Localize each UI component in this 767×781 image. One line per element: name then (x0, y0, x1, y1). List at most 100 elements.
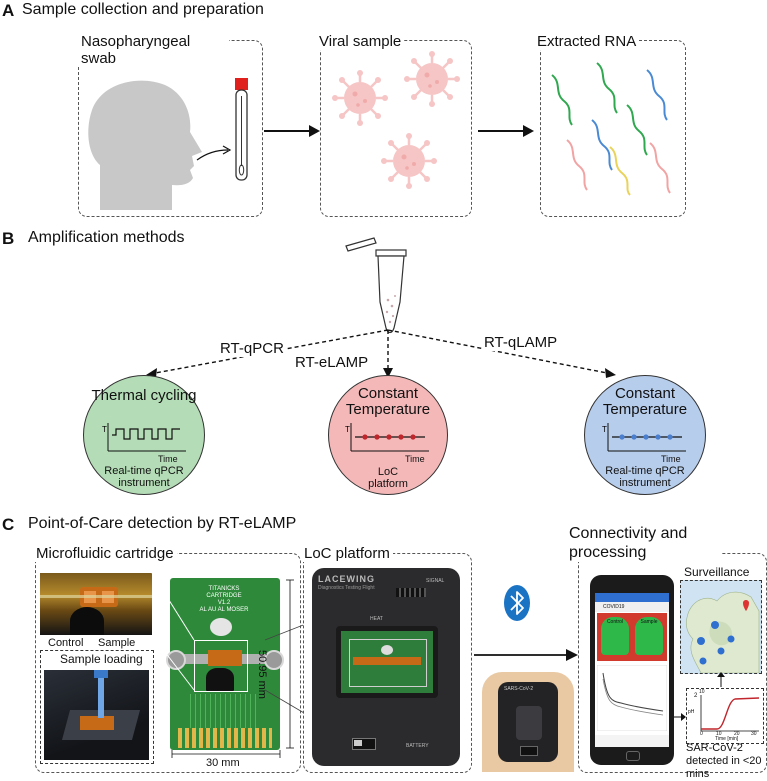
rna-strand-icon (551, 74, 573, 126)
section-b-letter: B (2, 229, 15, 248)
heatmap-image: Control Sample (597, 613, 667, 661)
graph-exponent: 10 (699, 689, 705, 695)
section-a-letter: A (2, 1, 15, 20)
sample-loading-label: Sample loading (58, 652, 145, 666)
heatmap-sample: Sample (635, 617, 663, 655)
control-label: Control (48, 637, 84, 649)
pcb-cartridge: TITANICKS CARTRIDGE V1.2 AL AU AL MOSER (166, 578, 284, 750)
microtube-icon (345, 237, 407, 334)
circle-title: Constant Temperature (602, 385, 688, 418)
constant-temp-graph: T (345, 423, 429, 452)
time-axis-label: Time (405, 454, 425, 464)
smartphone: COVID19 Control Sample (590, 575, 674, 765)
right-arrow-icon (674, 713, 686, 721)
svg-text:T: T (602, 425, 607, 434)
screw-icon (264, 650, 284, 670)
handheld-device-photo: SARS-CoV-2 (482, 672, 574, 772)
svg-text:T: T (345, 425, 350, 434)
swab-panel-label: Nasopharyngeal swab (78, 33, 229, 67)
head-silhouette-icon (88, 80, 202, 211)
section-a-title: Sample collection and preparation (22, 1, 264, 18)
section-c-title: Point-of-Care detection by RT-eLAMP (28, 515, 297, 532)
swab-arrow-icon (196, 149, 229, 161)
graph-y-tick: 2 (694, 693, 698, 699)
europe-map-icon (686, 591, 760, 673)
circle-subtitle: Real-time qPCR instrument (605, 465, 685, 489)
thermal-cycling-graph: T (102, 423, 186, 452)
graph-ylabel: pH (688, 709, 695, 715)
section-b-title: Amplification methods (28, 229, 185, 246)
graph-tick: 10 (716, 731, 722, 737)
swab-tube-icon (235, 78, 248, 181)
elamp-circle: Constant Temperature T Time LoC platform (328, 375, 448, 495)
device-brand: LACEWING (318, 574, 375, 584)
connectivity-arrow-icon (474, 649, 578, 661)
rna-strand-icon (626, 104, 648, 156)
rna-strand-icon (646, 69, 668, 121)
sample-loading-photo (44, 670, 149, 760)
graph-xlabel: Time [min] (715, 736, 739, 742)
result-text: SAR-CoV-2 detected in <20 mins (686, 742, 762, 780)
phone-home-button[interactable] (626, 751, 640, 761)
time-axis-label: Time (158, 454, 178, 464)
method-label-rt-qlamp: RT-qLAMP (482, 334, 560, 351)
handheld-text: SARS-CoV-2 (504, 686, 534, 692)
arrow-a2-icon (478, 125, 534, 137)
pcb-text: V1.2 (217, 600, 231, 606)
rna-strand-icon (649, 142, 671, 194)
device-heat-label: HEAT (370, 616, 383, 622)
circle-title: Thermal cycling (91, 387, 197, 404)
bluetooth-icon (504, 585, 530, 621)
rna-panel-label: Extracted RNA (534, 33, 640, 50)
phone-graph (597, 665, 667, 731)
thermal-cycling-circle: Thermal cycling T Time Real-time qPCR in… (83, 375, 205, 495)
graph-tick: 0 (700, 731, 703, 737)
circle-subtitle: LoC platform (368, 466, 408, 490)
lacewing-device: LACEWING Diagnostics Testing Flight SIGN… (312, 568, 460, 766)
dimension-height-label: 50.95 mm (256, 650, 268, 699)
swab-illustration (88, 78, 248, 211)
cartridge-closeup-photo (40, 573, 152, 635)
rna-strand-icon (566, 139, 588, 191)
pcb-text: AL AU AL MOSER (199, 607, 249, 613)
method-label-rt-elamp: RT-eLAMP (293, 354, 371, 371)
surveillance-label: Surveillance (684, 565, 750, 579)
result-graph-box: 10 2 pH 0 10 20 30 Time [min] (686, 688, 764, 744)
sample-loading-box (40, 650, 154, 764)
pcb-text: TITANICKS (208, 586, 240, 592)
circle-subtitle: Real-time qPCR instrument (104, 465, 184, 489)
rna-strand-icon (596, 62, 618, 114)
pcb-gold-contacts (178, 728, 272, 748)
phone-screen: COVID19 Control Sample (595, 593, 669, 747)
result-curve-graph (700, 695, 760, 732)
inserted-cartridge (341, 631, 433, 693)
loc-platform-label: LoC platform (301, 545, 393, 562)
up-arrow-icon (717, 672, 725, 687)
app-title: COVID19 (595, 602, 669, 612)
sample-label: Sample (98, 637, 136, 649)
surveillance-map (680, 580, 762, 674)
device-signal-label: SIGNAL (426, 578, 445, 584)
pcb-text: CARTRIDGE (206, 593, 242, 599)
rna-strand-icon (591, 119, 613, 171)
qlamp-circle: Constant Temperature T Time Real-time qP… (584, 375, 706, 495)
method-label-rt-qpcr: RT-qPCR (218, 340, 286, 357)
viral-sample-label: Viral sample (316, 33, 405, 50)
arrow-a1-icon (264, 125, 320, 137)
device-tagline: Diagnostics Testing Flight (318, 585, 375, 591)
graph-tick: 30 (751, 731, 757, 737)
rna-strand-icon (609, 146, 631, 196)
svg-text:T: T (102, 425, 107, 434)
circle-title: Constant Temperature (345, 385, 431, 418)
section-c-letter: C (2, 515, 15, 534)
screw-icon (166, 650, 186, 670)
device-battery-label: BATTERY (406, 743, 429, 749)
rna-strands (551, 62, 671, 196)
heatmap-control: Control (601, 617, 629, 655)
connectivity-label: Connectivity and processing (566, 524, 722, 562)
phone-nav-bar[interactable] (595, 735, 669, 747)
viral-sample-panel (320, 40, 472, 217)
pcb-logo-icon (210, 618, 232, 636)
time-axis-label: Time (661, 454, 681, 464)
